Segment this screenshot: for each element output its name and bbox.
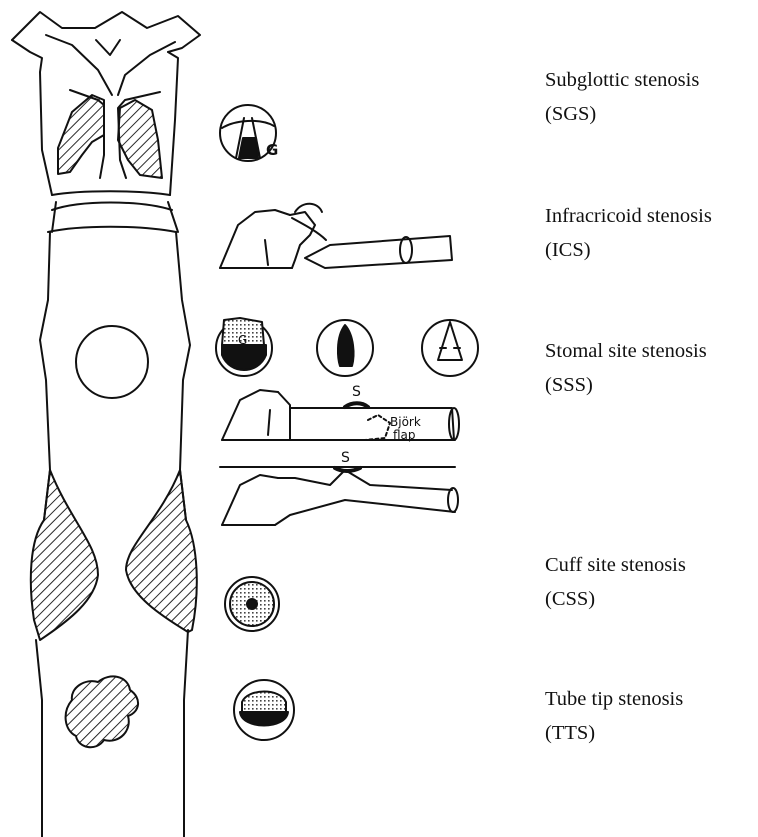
label-sss-name: Stomal site stenosis xyxy=(545,334,707,368)
sgs-sketch-letter: G xyxy=(266,141,278,159)
sss-sketch-circles xyxy=(216,318,478,376)
subglottic-lesion xyxy=(58,95,162,178)
sss-letter-bottom: S xyxy=(341,450,350,466)
ics-sketch xyxy=(220,204,452,268)
label-sgs-name: Subglottic stenosis xyxy=(545,63,699,97)
label-ics: Infracricoid stenosis (ICS) xyxy=(545,199,712,267)
label-sss: Stomal site stenosis (SSS) xyxy=(545,334,707,402)
label-css-name: Cuff site stenosis xyxy=(545,548,686,582)
flap-label-line1: Björk xyxy=(390,415,421,429)
css-sketch xyxy=(225,577,279,631)
label-tts-name: Tube tip stenosis xyxy=(545,682,683,716)
flap-label-line2: flap xyxy=(393,428,416,442)
label-ics-name: Infracricoid stenosis xyxy=(545,199,712,233)
label-tts-abbr: (TTS) xyxy=(545,716,683,750)
cuff-site-lesion xyxy=(31,470,197,640)
sss-sketch-tube-flap xyxy=(222,390,459,440)
label-ics-abbr: (ICS) xyxy=(545,233,712,267)
tts-sketch xyxy=(234,680,294,740)
tube-tip-lesion xyxy=(66,676,138,747)
label-tts: Tube tip stenosis (TTS) xyxy=(545,682,683,750)
label-sgs: Subglottic stenosis (SGS) xyxy=(545,63,699,131)
label-css: Cuff site stenosis (CSS) xyxy=(545,548,686,616)
label-sgs-abbr: (SGS) xyxy=(545,97,699,131)
label-sss-abbr: (SSS) xyxy=(545,368,707,402)
sss-sketch-tube-collapsed xyxy=(220,467,458,525)
label-css-abbr: (CSS) xyxy=(545,582,686,616)
stoma-sketch-letter: G xyxy=(238,333,247,347)
sss-letter-top: S xyxy=(352,384,361,400)
